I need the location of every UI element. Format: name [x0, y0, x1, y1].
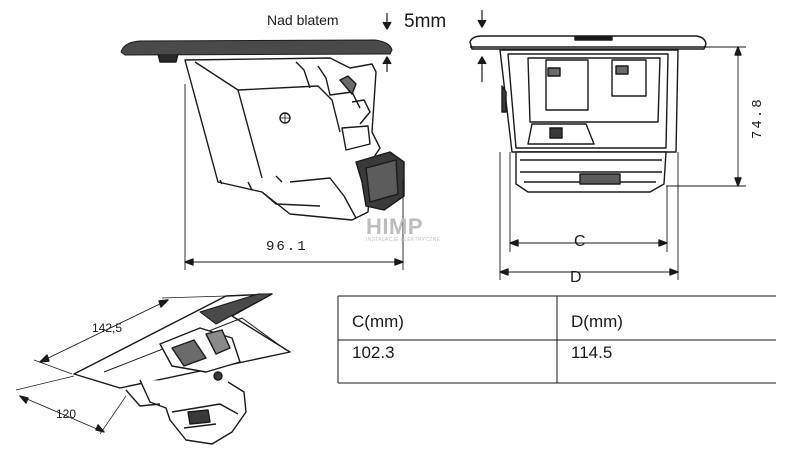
- label-dim-c: C: [574, 233, 586, 250]
- label-iso-length: 142,5: [92, 321, 123, 335]
- table-cell-c: 102.3: [352, 343, 395, 362]
- isometric-view: [15, 293, 291, 445]
- watermark-logo: HIMP: [366, 214, 423, 239]
- label-above-counter: Nad blatem: [267, 12, 339, 28]
- dimensions-table: C(mm) D(mm) 102.3 114.5: [338, 296, 776, 372]
- label-width-front: 96.1: [266, 239, 308, 255]
- front-view-body: [499, 49, 679, 153]
- table-header-d: D(mm): [571, 312, 623, 331]
- front-view: [469, 10, 746, 280]
- side-view: [120, 13, 405, 270]
- label-height-side: 74.8: [750, 97, 766, 139]
- side-view-top-plate: [120, 39, 393, 56]
- table-header-row: C(mm) D(mm): [338, 296, 776, 334]
- table-lines: [337, 295, 776, 384]
- label-iso-depth: 120: [56, 407, 77, 421]
- table-cell-d: 114.5: [571, 343, 613, 362]
- table-row: 102.3 114.5: [338, 334, 776, 372]
- watermark-tagline: INSTALACJE ELEKTRYCZNE: [366, 237, 441, 243]
- label-clearance: 5mm: [404, 11, 447, 32]
- label-dim-d: D: [570, 269, 582, 286]
- front-view-top-plate: [469, 35, 707, 50]
- table-header-c: C(mm): [352, 312, 404, 331]
